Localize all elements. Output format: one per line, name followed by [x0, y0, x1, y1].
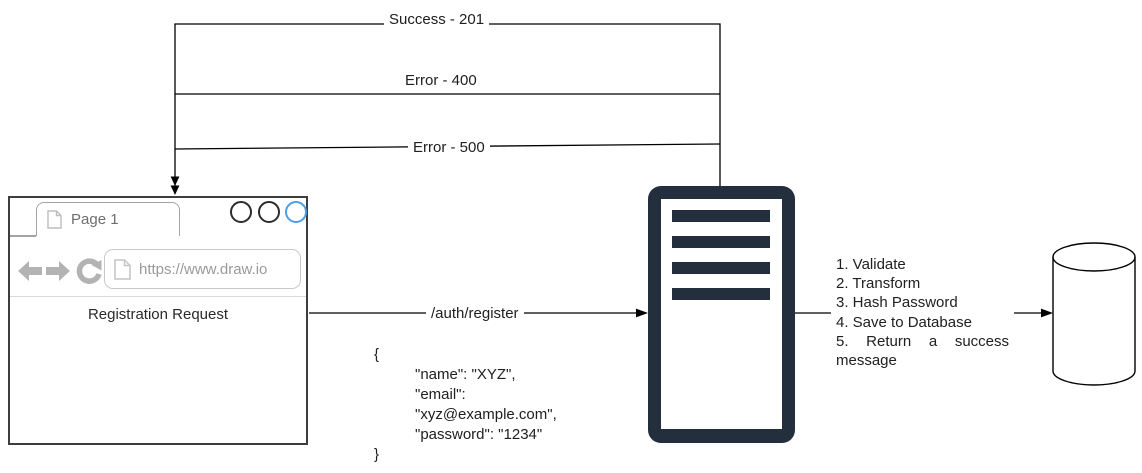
payload-line: } — [374, 446, 380, 463]
payload-line: "name": "XYZ", — [415, 366, 516, 383]
tab-label: Page 1 — [71, 211, 119, 228]
arrowhead-right-icon — [636, 308, 648, 318]
return-edge-success — [174, 23, 721, 188]
payload-line: { — [374, 346, 380, 363]
browser-window-node: Page 1 https://www.draw.io Registration … — [8, 196, 308, 445]
refresh-icon — [76, 258, 102, 284]
arrowhead-down-icon — [170, 176, 180, 186]
step-item: 4. Save to Database — [836, 313, 972, 331]
page-icon — [114, 258, 131, 280]
back-arrow-icon — [18, 261, 42, 281]
edge-label-error-400: Error - 400 — [405, 72, 477, 89]
browser-body-text: Registration Request — [87, 306, 229, 323]
toolbar-divider — [10, 296, 306, 297]
step-item: 1. Validate — [836, 256, 906, 273]
request-payload: { "name": "XYZ", "email": "xyz@example.c… — [374, 345, 557, 465]
edge-label-auth-register: /auth/register — [426, 305, 524, 322]
server-steps-label: 1. Validate 2. Transform 3. Hash Passwor… — [831, 254, 1014, 374]
url-bar: https://www.draw.io — [104, 249, 301, 289]
server-icon — [648, 186, 795, 443]
arrowhead-down-icon — [170, 185, 180, 195]
database-icon — [1052, 242, 1136, 386]
step-item: 2. Transform — [836, 275, 921, 293]
forward-arrow-icon — [46, 261, 70, 281]
window-circle-icon-active — [285, 201, 307, 223]
window-circle-icon — [258, 201, 280, 223]
edge-label-error-500: Error - 500 — [408, 139, 490, 156]
edge-label-success: Success - 201 — [384, 11, 490, 28]
step-item: 5. Return a success message — [836, 332, 1009, 370]
url-text: https://www.draw.io — [139, 260, 268, 278]
payload-line: "email": — [415, 386, 466, 403]
step-item: 3. Hash Password — [836, 294, 958, 312]
browser-tab: Page 1 — [36, 202, 180, 236]
payload-line: "password": "1234" — [415, 426, 543, 443]
page-icon — [47, 210, 62, 229]
arrowhead-right-icon — [1041, 308, 1053, 318]
tab-row-divider — [10, 235, 36, 237]
window-circle-icon — [230, 201, 252, 223]
payload-line: "xyz@example.com", — [415, 406, 557, 423]
